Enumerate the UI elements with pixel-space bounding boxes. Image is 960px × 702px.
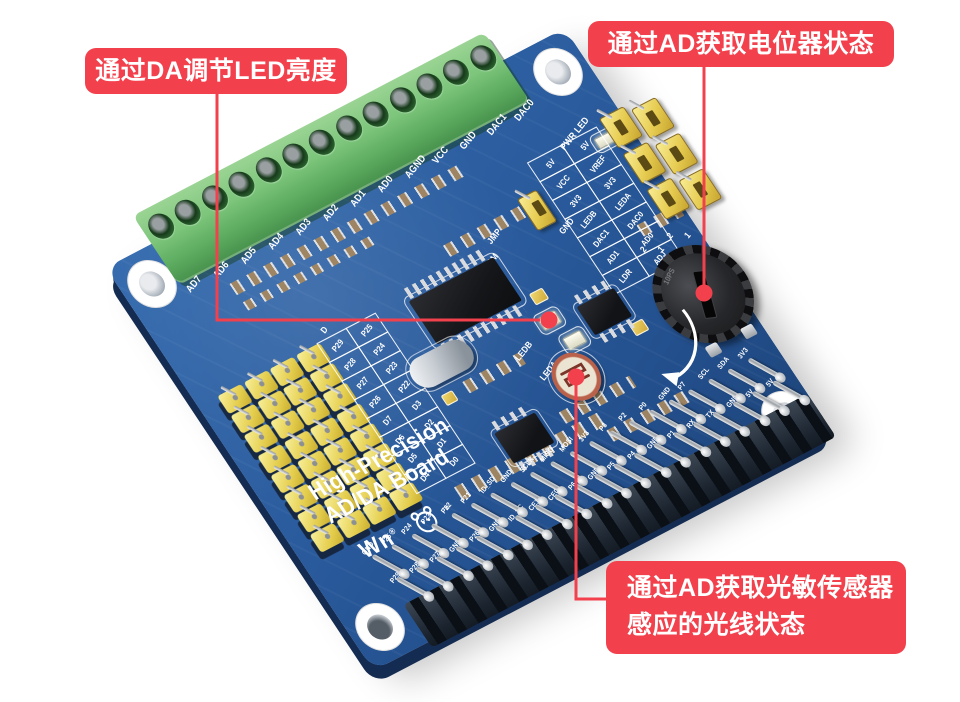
gpio-pin	[732, 400, 769, 424]
terminal-hole	[304, 125, 341, 159]
gpio-pin	[396, 576, 432, 600]
terminal-hole	[330, 111, 368, 145]
gpio-pin	[672, 431, 709, 455]
panda-logo	[410, 506, 438, 533]
gpio-pin	[391, 543, 428, 567]
callout-da-led: 通过DA调节LED亮度	[85, 48, 347, 94]
terminal-hole	[465, 41, 502, 75]
gpio-pin	[509, 481, 546, 505]
gpio-pin	[450, 512, 487, 536]
gpio-pin	[648, 409, 685, 433]
gpio-pin	[751, 390, 788, 414]
terminal-hole	[250, 153, 287, 187]
gpio-pin	[569, 450, 606, 474]
gpio-pin	[554, 493, 591, 517]
gpio-pin	[771, 380, 808, 404]
ldr-track	[560, 362, 590, 388]
terminal-hole	[223, 167, 260, 201]
callout-ad-pot: 通过AD获取电位器状态	[588, 21, 894, 67]
gpio-pin	[573, 483, 610, 507]
gpio-pin	[470, 502, 507, 526]
gpio-pin	[415, 565, 452, 590]
gpio-pin	[593, 472, 630, 497]
gpio-pin	[475, 534, 512, 559]
gpio-pin	[430, 522, 467, 546]
gpio-pin	[653, 441, 689, 466]
gpio-pin	[727, 367, 764, 391]
terminal-hole	[169, 195, 207, 229]
callout-ad-ldr-line2: 感应的光线状态	[627, 611, 806, 639]
gpio-pin	[707, 378, 744, 402]
gpio-pin	[588, 440, 625, 464]
terminal-hole	[143, 209, 180, 243]
gpio-pin	[633, 452, 670, 476]
gpio-pin	[613, 462, 650, 486]
terminal-hole	[277, 139, 314, 173]
gpio-pin	[529, 471, 566, 495]
callout-ad-ldr-line1: 通过AD获取光敏传感器	[627, 574, 894, 602]
gpio-pin	[534, 503, 571, 528]
jumper-cap	[678, 168, 723, 211]
gpio-pin	[692, 421, 729, 445]
terminal-hole	[196, 181, 233, 215]
gpio-pin	[549, 460, 586, 484]
callout-ad-ldr: 通过AD获取光敏传感器 感应的光线状态	[606, 561, 906, 654]
gpio-pin	[435, 555, 472, 579]
gpio-pin	[668, 398, 705, 422]
gpio-pin	[747, 357, 784, 381]
brand-logos: Wn® ™	[353, 494, 458, 566]
gpio-pin	[514, 514, 551, 538]
gpio-pin	[712, 411, 749, 435]
gpio-pin	[490, 491, 527, 515]
gpio-pin	[687, 388, 724, 412]
gpio-pin	[455, 545, 492, 569]
gpio-pin	[608, 429, 645, 453]
gpio-pin	[628, 419, 665, 443]
terminal-hole	[411, 69, 448, 103]
gpio-pin	[411, 532, 448, 557]
terminal-hole	[438, 55, 475, 89]
jumper-cap	[630, 96, 676, 140]
terminal-hole	[384, 83, 421, 117]
gpio-pin	[494, 524, 531, 548]
terminal-hole	[357, 97, 394, 131]
jumper-cap	[654, 132, 700, 176]
rotation-arrow-silk	[661, 308, 698, 387]
